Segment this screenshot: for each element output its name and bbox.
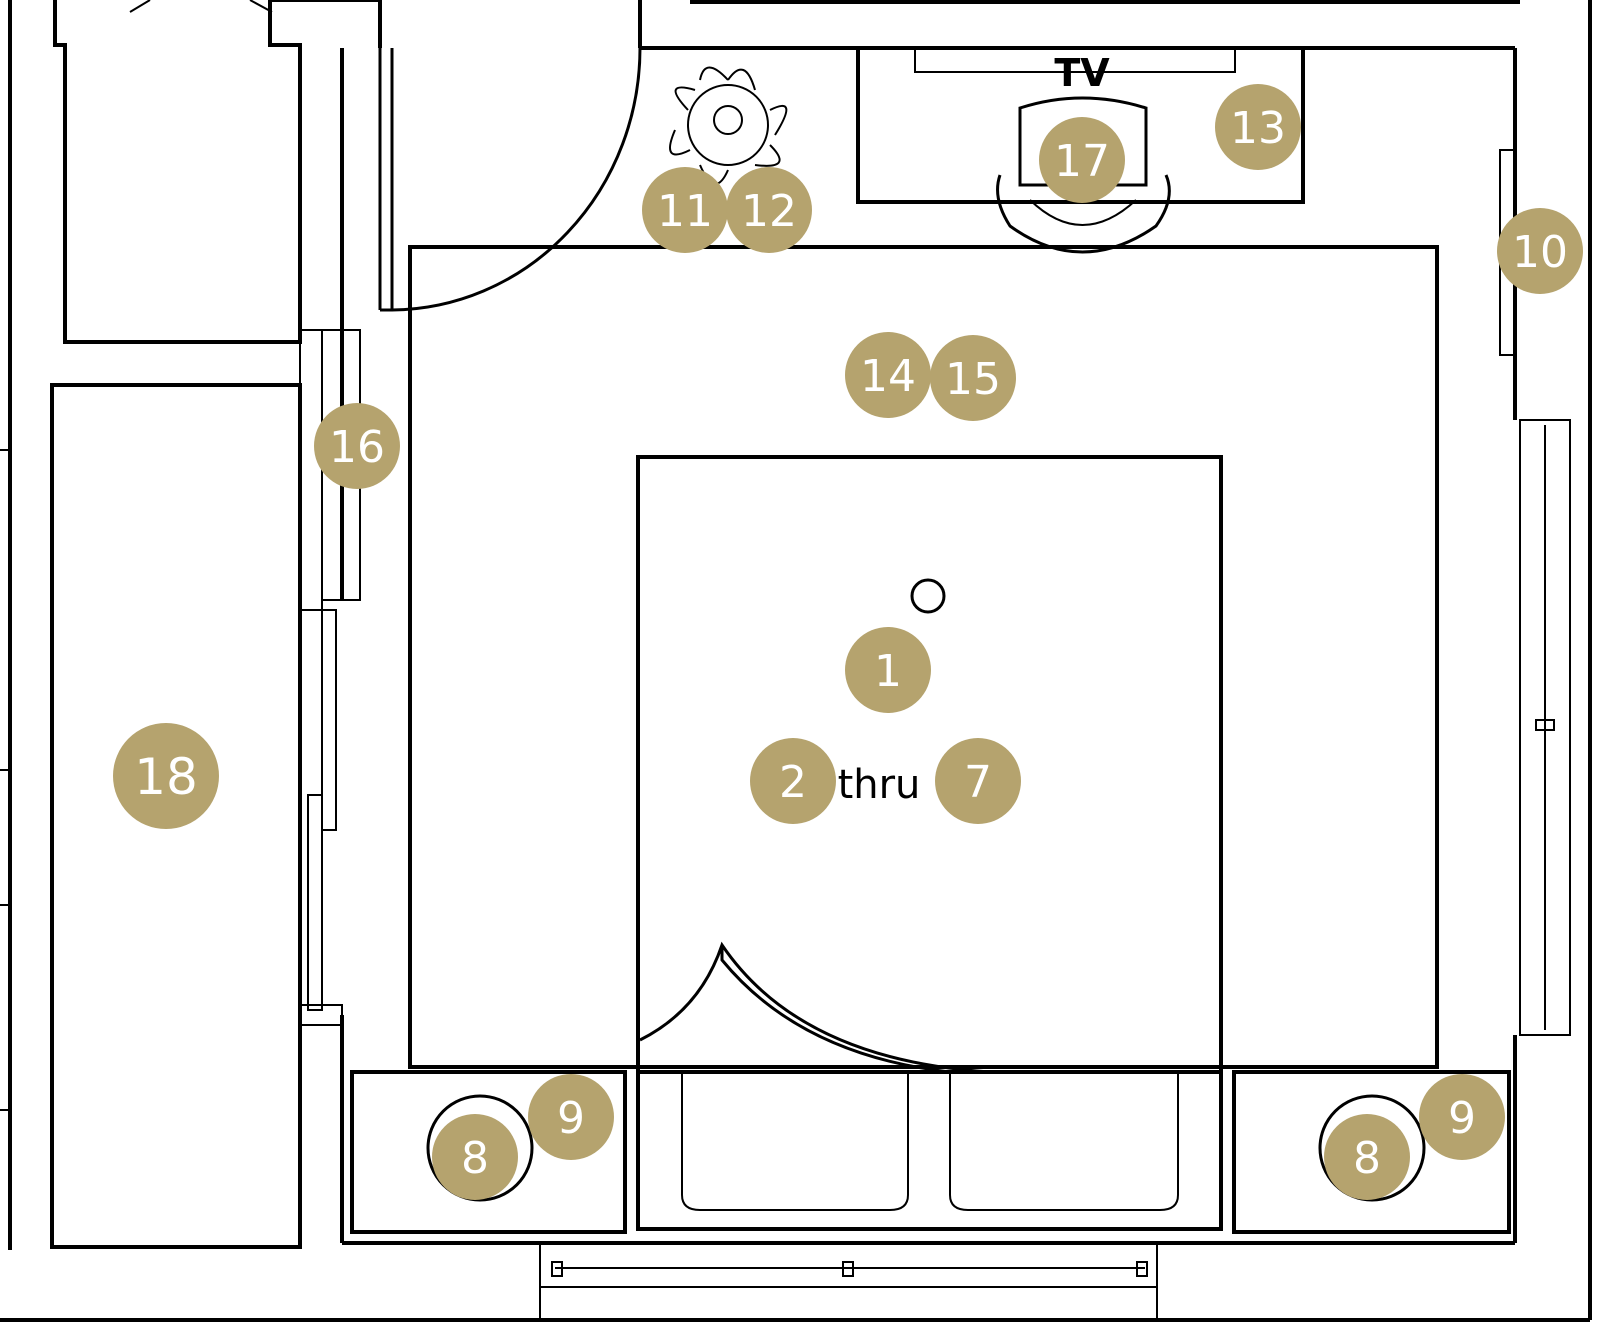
marker-1-label: 1 (874, 646, 902, 697)
closet (50, 0, 302, 1249)
bottom-window (539, 1242, 1158, 1321)
tv-label: TV (1054, 51, 1110, 95)
marker-18-label: 18 (134, 748, 198, 806)
marker-10-label: 10 (1512, 227, 1568, 278)
marker-10: 10 (1497, 208, 1583, 294)
marker-8-right: 8 (1324, 1114, 1410, 1200)
entry-door (378, 47, 642, 312)
marker-8-right-label: 8 (1353, 1133, 1381, 1184)
thru-label: thru (838, 762, 921, 808)
marker-15-label: 15 (945, 354, 1001, 405)
marker-16-label: 16 (329, 422, 385, 473)
nightstands (350, 1070, 1511, 1234)
bed (636, 455, 1223, 1231)
lamps (426, 1094, 1426, 1202)
marker-17: 17 (1039, 117, 1125, 203)
marker-9-left: 9 (528, 1074, 614, 1160)
marker-8-left-label: 8 (461, 1133, 489, 1184)
marker-15: 15 (930, 335, 1016, 421)
marker-12: 12 (726, 167, 812, 253)
desk-chair (996, 96, 1171, 254)
right-window (1519, 419, 1571, 1036)
plant (669, 66, 788, 185)
marker-14-label: 14 (860, 351, 916, 402)
marker-8-left: 8 (432, 1114, 518, 1200)
marker-18: 18 (113, 723, 219, 829)
marker-9-left-label: 9 (557, 1093, 585, 1144)
marker-13-label: 13 (1230, 103, 1286, 154)
marker-11: 11 (642, 167, 728, 253)
marker-9-right: 9 (1419, 1074, 1505, 1160)
marker-11-label: 11 (657, 186, 713, 237)
marker-1: 1 (845, 627, 931, 713)
marker-14: 14 (845, 332, 931, 418)
marker-13: 13 (1215, 84, 1301, 170)
marker-7-label: 7 (964, 757, 992, 808)
marker-7: 7 (935, 738, 1021, 824)
marker-17-label: 17 (1054, 136, 1110, 187)
marker-2: 2 (750, 738, 836, 824)
marker-2-label: 2 (779, 757, 807, 808)
marker-12-label: 12 (741, 186, 797, 237)
marker-16: 16 (314, 403, 400, 489)
marker-9-right-label: 9 (1448, 1093, 1476, 1144)
